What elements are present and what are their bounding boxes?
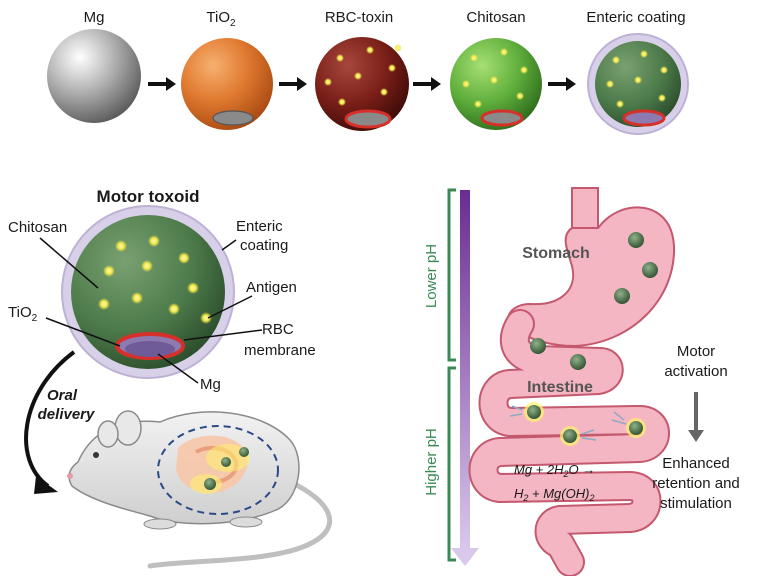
label-mg: Mg — [200, 376, 221, 393]
antigen-dots — [98, 235, 212, 324]
motor-toxoid-title: Motor toxoid — [97, 187, 200, 206]
down-arrow-icon — [688, 430, 704, 442]
rbc-membrane — [480, 109, 524, 127]
mouse-tail — [147, 479, 333, 569]
toxoid-particle — [239, 447, 249, 457]
enhanced-label: Enhanced — [662, 455, 730, 472]
antigen-dots — [462, 48, 528, 108]
gut-dashed-ring — [157, 425, 279, 515]
activation-label: activation — [664, 363, 727, 380]
mg-opening — [212, 110, 254, 126]
toxoid-particle — [614, 288, 630, 304]
label-rbc-2: membrane — [244, 342, 316, 359]
rbc-membrane — [622, 109, 666, 127]
stage-rbc-toxin: RBC-toxin — [315, 9, 409, 131]
esophagus — [571, 187, 599, 232]
mouse-illustration — [67, 410, 333, 569]
toxoid-particle — [204, 478, 216, 490]
mouse-ear — [114, 410, 142, 446]
tio2-sphere — [181, 38, 273, 130]
intestine-label: Intestine — [527, 379, 593, 396]
retention-label: retention and — [652, 475, 740, 492]
label-antigen: Antigen — [246, 279, 297, 296]
stimulation-label: stimulation — [660, 495, 732, 512]
reaction-line-1: Mg + 2H2O → — [514, 462, 595, 479]
label-tio2: TiO2 — [8, 304, 38, 324]
activation-text: Motor activation Enhanced retention and … — [652, 343, 740, 512]
stage-tio2: TiO2 — [181, 9, 273, 130]
lower-ph-bracket — [447, 188, 456, 362]
right-arrow-icon — [166, 77, 176, 91]
stage-arrow-3 — [413, 77, 441, 91]
stage-arrow-2 — [279, 77, 307, 91]
stage-label-tio2: TiO2 — [206, 9, 236, 29]
ph-arrow-head-icon — [451, 548, 479, 566]
right-arrow-icon — [297, 77, 307, 91]
delivery-label: delivery — [38, 406, 95, 423]
stomach-label: Stomach — [522, 245, 590, 262]
toxoid-particle — [570, 354, 586, 370]
mouse-eye — [93, 452, 99, 458]
reaction-line-2: H2 + Mg(OH)2 — [514, 486, 594, 503]
stage-enteric-coating: Enteric coating — [586, 9, 689, 135]
toxoid-particle — [642, 262, 658, 278]
mg-sphere — [47, 29, 141, 123]
stage-arrow-1 — [148, 77, 176, 91]
higher-ph-bracket — [447, 366, 456, 562]
toxoid-particle — [530, 338, 546, 354]
mouse-ear — [97, 420, 119, 448]
oral-delivery: Oral delivery — [24, 350, 95, 494]
oral-label: Oral — [47, 387, 78, 404]
stage-label-rbc-toxin: RBC-toxin — [325, 9, 393, 26]
arrow-head-icon — [34, 476, 58, 494]
rbc-membrane — [344, 109, 392, 129]
active-motors — [509, 402, 646, 446]
stage-arrow-4 — [548, 77, 576, 91]
motor-label: Motor — [677, 343, 715, 360]
stage-mg: Mg — [47, 9, 141, 123]
ph-arrow-shaft — [460, 190, 470, 550]
label-chitosan: Chitosan — [8, 219, 67, 236]
curved-arrow — [24, 350, 76, 488]
higher-ph-label: Higher pH — [423, 428, 440, 496]
label-rbc-1: RBC — [262, 321, 294, 338]
lower-ph-label: Lower pH — [423, 244, 440, 308]
toxoid-particle — [628, 232, 644, 248]
antigen-dots — [606, 50, 668, 108]
mg-core — [125, 341, 175, 357]
right-arrow-icon — [431, 77, 441, 91]
motor-toxoid-particle — [61, 205, 235, 379]
toxin-dots — [324, 44, 402, 106]
stage-label-chitosan: Chitosan — [466, 9, 525, 26]
label-enteric-1: Enteric — [236, 218, 283, 235]
toxoid-labels: Chitosan Enteric coating Antigen TiO2 RB… — [8, 218, 316, 393]
right-arrow-icon — [566, 77, 576, 91]
label-enteric-2: coating — [240, 237, 288, 254]
toxoid-particle — [221, 457, 231, 467]
gi-tract: Stomach Intestine Mg + 2H2O → H2 + Mg(OH… — [468, 187, 676, 576]
stage-label-enteric-coating: Enteric coating — [586, 9, 685, 26]
stage-chitosan: Chitosan — [450, 9, 542, 130]
stage-label-mg: Mg — [84, 9, 105, 26]
ph-gradient: Lower pH Higher pH — [423, 188, 479, 566]
mouse-nose — [67, 473, 73, 479]
intestine-lumen — [470, 311, 668, 575]
